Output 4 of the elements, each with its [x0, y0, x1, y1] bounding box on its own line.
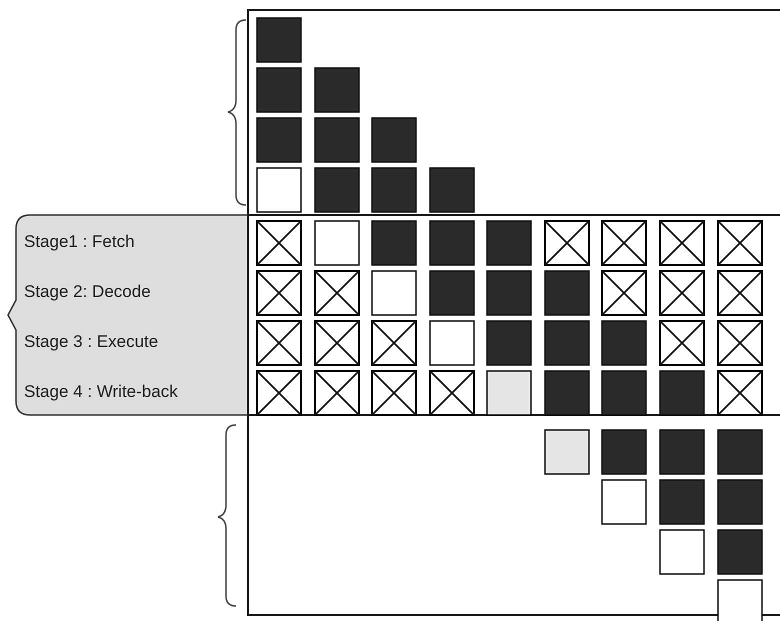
- stage-label: Stage1 : Fetch: [24, 232, 135, 252]
- stage-label: Stage 3 : Execute: [24, 332, 158, 352]
- stage-label: Stage 2: Decode: [24, 282, 151, 302]
- stage-label: Stage 4 : Write-back: [24, 382, 178, 402]
